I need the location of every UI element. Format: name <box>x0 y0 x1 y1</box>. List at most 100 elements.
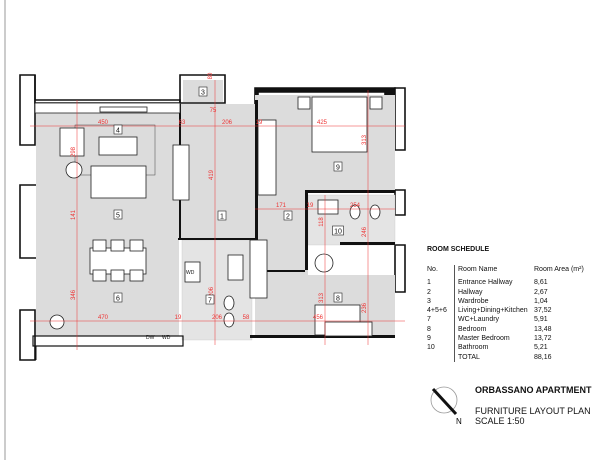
header-room-name: Room Name <box>458 266 498 273</box>
room-no: 1 <box>427 278 455 288</box>
dimension-label: 470 <box>98 315 109 321</box>
dimension-label: 456 <box>313 315 324 321</box>
north-label: N <box>456 417 462 426</box>
room-number: 5 <box>116 213 120 220</box>
room-number: 3 <box>201 90 205 97</box>
room-area: 13,48 <box>534 325 552 333</box>
bedroom-wardrobe <box>249 239 268 299</box>
room-name: Entrance Hallway <box>458 279 513 287</box>
room-name: TOTAL <box>458 353 480 361</box>
wc-toilet <box>223 312 235 328</box>
double-bed <box>311 96 368 153</box>
dimension-label: 346 <box>71 289 77 300</box>
room-area: 2,67 <box>534 288 548 296</box>
room-area: 5,21 <box>534 344 548 352</box>
room-area: 13,72 <box>534 335 552 343</box>
room-no: 2 <box>427 287 455 297</box>
room-label-9: 9 <box>333 161 343 172</box>
room-label-4: 4 <box>113 124 123 135</box>
room-name: Living+Dining+Kitchen <box>458 307 528 315</box>
room-number: 6 <box>116 296 120 303</box>
room-label-1: 1 <box>217 210 227 221</box>
dimension-label: 450 <box>98 120 109 126</box>
room-label-2: 2 <box>283 210 293 221</box>
room-label-box <box>332 225 344 236</box>
room-schedule: ROOM SCHEDULE No. Room Name Room Area (m… <box>427 246 597 362</box>
dimension-label: 19 <box>307 203 314 209</box>
room-label-box <box>113 292 123 303</box>
master-wardrobe <box>257 119 277 196</box>
room-number: 1 <box>220 214 224 221</box>
room-no: 4+5+6 <box>427 306 455 316</box>
room-area: 37,52 <box>534 307 552 315</box>
room-name: Bedroom <box>458 325 487 333</box>
room-name: Master Bedroom <box>458 335 510 343</box>
project-title: ORBASSANO APARTMENT <box>475 385 592 395</box>
dimension-label: 206 <box>212 315 223 321</box>
title-block: ORBASSANO APARTMENT FURNITURE LAYOUT PLA… <box>475 385 592 426</box>
dimension-label: 425 <box>317 120 328 126</box>
room-no: 10 <box>427 343 455 353</box>
room-label-box <box>283 210 293 221</box>
furniture: WD DW WD <box>34 96 383 341</box>
room-area: 5,91 <box>534 316 548 324</box>
room-label-7: 7 <box>205 294 215 305</box>
table-header-row: No. Room Name Room Area (m²) <box>427 265 587 279</box>
wardrobe-unit <box>172 144 190 201</box>
toilet <box>369 204 381 220</box>
room-area: 88,16 <box>534 353 552 361</box>
nightstand-right <box>369 96 383 110</box>
dimension-label: 80 <box>208 72 214 79</box>
armchair-round <box>49 314 65 330</box>
dishwasher-label: DW <box>146 335 155 341</box>
room-name: Wardrobe <box>458 297 489 305</box>
room-no <box>427 352 455 362</box>
room-no: 7 <box>427 315 455 325</box>
dining-chairs <box>92 239 144 282</box>
bidet <box>349 204 361 220</box>
coffee-table <box>98 136 138 156</box>
entrance-hallway-floor <box>179 104 255 239</box>
nightstand-left <box>297 96 311 110</box>
header-no: No. <box>427 265 455 279</box>
kitchen-wd-label: WD <box>162 335 171 341</box>
dimension-label: 141 <box>71 209 77 220</box>
room-label-6: 6 <box>113 292 123 303</box>
north-arrow: N <box>430 386 462 426</box>
room-number: 4 <box>116 128 120 135</box>
dimension-label: 419 <box>209 169 215 180</box>
wc-bidet <box>223 295 235 311</box>
room-number: 2 <box>286 214 290 221</box>
side-table <box>65 161 83 179</box>
room-name: Bathroom <box>458 344 489 352</box>
dimension-lines <box>30 80 405 350</box>
dimension-label: 246 <box>362 226 368 237</box>
room-label-box <box>333 161 343 172</box>
dimension-label: 313 <box>319 292 325 303</box>
dimension-label: 206 <box>222 120 233 126</box>
dimension-label: 75 <box>210 108 217 114</box>
room-label-3: 3 <box>198 86 208 97</box>
desk <box>324 321 373 337</box>
dimension-label: 63 <box>179 120 186 126</box>
dimension-label: 118 <box>319 217 325 227</box>
room-no: 3 <box>427 296 455 307</box>
room-number: 9 <box>336 165 340 172</box>
drawing-scale: SCALE 1:50 <box>475 416 525 426</box>
room-no: 8 <box>427 324 455 335</box>
room-label-5: 5 <box>113 209 123 220</box>
room-number: 10 <box>334 229 342 236</box>
header-room-area: Room Area (m²) <box>534 266 584 273</box>
dimension-label: 236 <box>362 302 368 313</box>
